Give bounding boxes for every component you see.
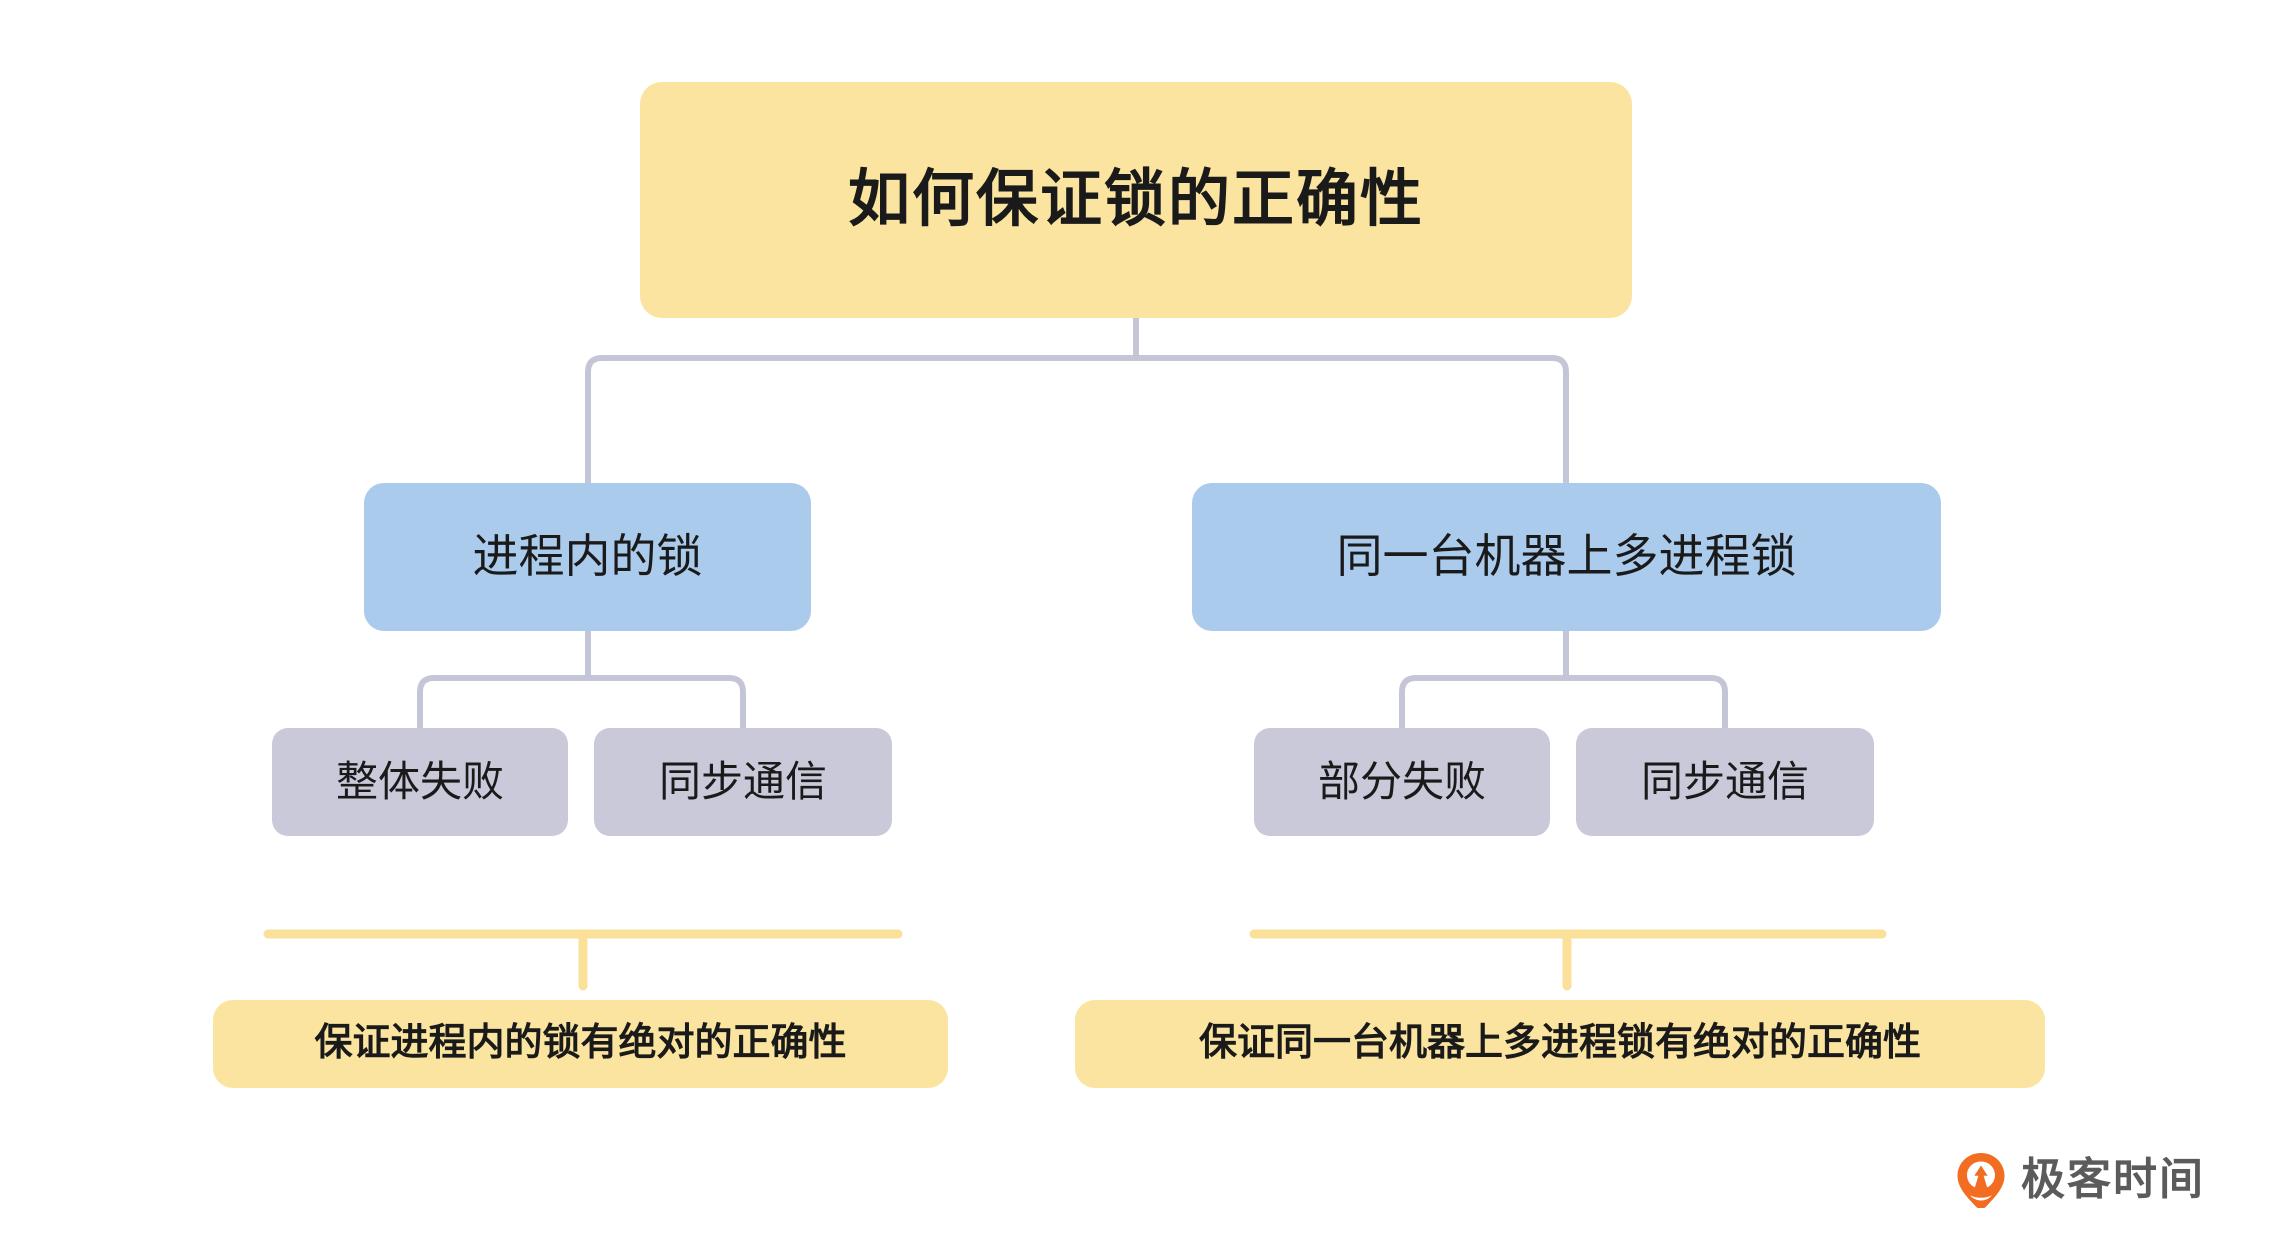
- leaf-node-sync-comm-left[interactable]: 同步通信: [594, 728, 892, 836]
- conclusion-node-right[interactable]: 保证同一台机器上多进程锁有绝对的正确性: [1075, 1000, 2045, 1088]
- connector-branch-left-to-child-a: [417, 675, 591, 731]
- branch-node-multi-process-lock[interactable]: 同一台机器上多进程锁: [1192, 483, 1941, 631]
- branch-node-in-process-lock[interactable]: 进程内的锁: [364, 483, 811, 631]
- leaf-node-label: 同步通信: [658, 757, 827, 805]
- connector-root-to-branch-left: [585, 355, 1139, 486]
- conclusion-node-label: 保证进程内的锁有绝对的正确性: [314, 1022, 847, 1065]
- connector-root-to-branch-right: [1133, 355, 1569, 486]
- leaf-node-total-failure[interactable]: 整体失败: [272, 728, 568, 836]
- leaf-node-label: 同步通信: [1640, 757, 1809, 805]
- conclusion-node-label: 保证同一台机器上多进程锁有绝对的正确性: [1198, 1022, 1921, 1065]
- branch-node-label: 同一台机器上多进程锁: [1336, 530, 1797, 583]
- branch-node-label: 进程内的锁: [472, 530, 703, 583]
- geektime-pin-logo-icon: [1957, 1153, 2005, 1208]
- leaf-node-label: 部分失败: [1317, 757, 1486, 805]
- connector-branch-right-to-child-c: [1399, 675, 1569, 731]
- root-node[interactable]: 如何保证锁的正确性: [640, 82, 1632, 318]
- connector-branch-right-to-child-d: [1563, 675, 1728, 731]
- brand-logo: 极客时间: [1955, 1152, 2205, 1208]
- connector-branch-left-to-child-b: [585, 675, 746, 731]
- conclusion-node-left[interactable]: 保证进程内的锁有绝对的正确性: [213, 1000, 948, 1088]
- brand-name: 极客时间: [2021, 1155, 2205, 1204]
- root-node-label: 如何保证锁的正确性: [847, 164, 1424, 234]
- leaf-node-sync-comm-right[interactable]: 同步通信: [1576, 728, 1874, 836]
- leaf-node-partial-failure[interactable]: 部分失败: [1254, 728, 1550, 836]
- leaf-node-label: 整体失败: [335, 757, 504, 805]
